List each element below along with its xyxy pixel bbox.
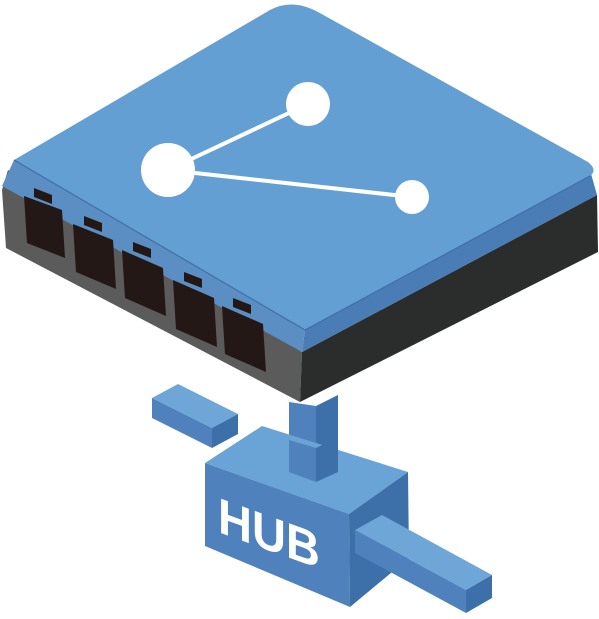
device-bevel-left [2,160,305,352]
left-cable-side [212,414,238,448]
right-cable-front [355,530,466,613]
symbol-node-right [395,180,429,214]
right-cable-top [355,515,492,590]
device-top-edge [13,159,591,331]
symbol-node-top [286,82,330,126]
network-hub-icon [2,4,598,402]
symbol-node-large [141,143,195,197]
left-cable-front [152,398,212,448]
stem-base-front [289,440,316,482]
ethernet-port [73,216,116,289]
stem-base-side [316,437,338,482]
device-right-face [300,195,598,402]
device-bevel-right [302,170,597,352]
device-top-face [14,4,594,330]
ethernet-port [24,188,65,258]
right-cable-side [466,575,492,613]
port-row [24,188,266,372]
cube-front [205,463,350,607]
ethernet-port [173,272,217,347]
hub-connector-icon: HUB [152,384,492,613]
left-cable-top [152,384,238,428]
ethernet-port [222,298,266,372]
share-network-icon [141,82,429,214]
ethernet-port [122,242,166,316]
